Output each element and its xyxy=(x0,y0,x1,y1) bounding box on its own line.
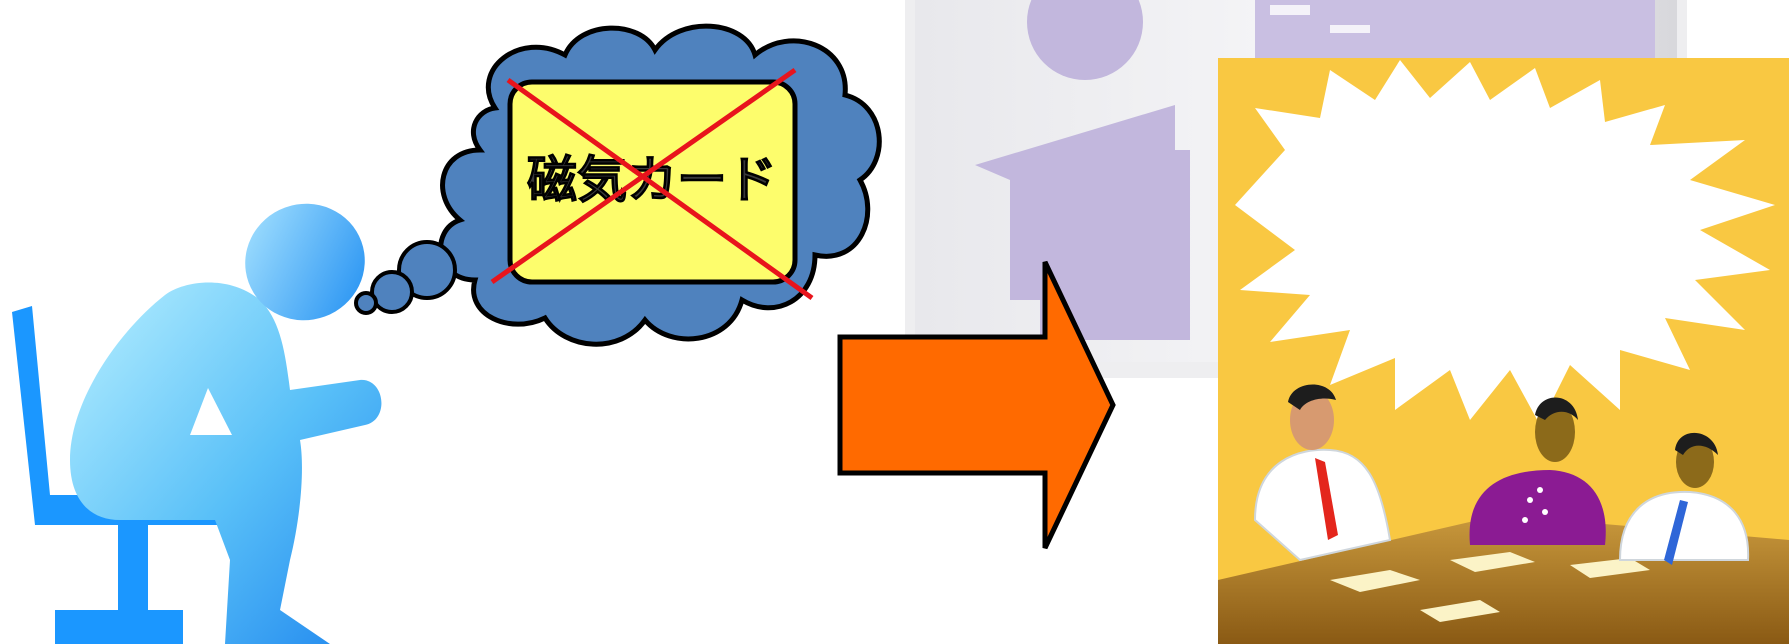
chair xyxy=(12,306,218,644)
cross-out-icon xyxy=(490,67,814,301)
man-middle-figure xyxy=(1469,397,1606,545)
speech-explosion xyxy=(1235,60,1775,425)
right-arrow-icon xyxy=(837,260,1116,550)
man-right-figure xyxy=(1618,432,1750,565)
meeting-clipart-icon xyxy=(1218,58,1789,644)
person-at-desk-icon xyxy=(12,203,382,644)
man-left-figure xyxy=(1253,384,1392,562)
card-label: 磁気カード xyxy=(527,151,777,209)
